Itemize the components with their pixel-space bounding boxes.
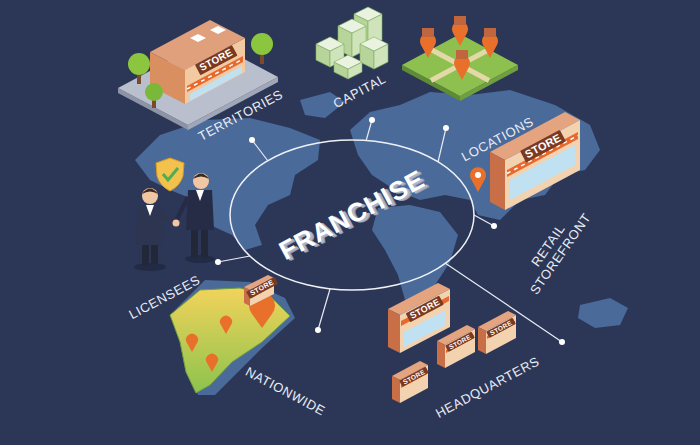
leader-dot: [249, 137, 255, 143]
leader-dot: [369, 117, 375, 123]
retail-store: [475, 172, 481, 178]
category-label: RETAIL STOREFRONT: [513, 199, 597, 301]
store-sign: STORE: [246, 277, 278, 299]
hq-stores: [478, 327, 486, 354]
territories-store: [210, 26, 226, 34]
businessmen: [174, 196, 190, 222]
category-label: CAPITAL: [331, 72, 389, 112]
leader-line: [366, 120, 372, 141]
store-sign: STORE: [406, 295, 445, 322]
businessmen: [185, 255, 215, 263]
businessmen: [193, 174, 209, 180]
locations-plot: [454, 16, 466, 25]
businessmen: [134, 158, 215, 271]
locations-plot: [431, 50, 489, 81]
category-label: HEADQUARTERS: [434, 354, 543, 421]
hq-stores: [486, 315, 516, 354]
leader-line: [218, 120, 562, 342]
hub-title: FRANCHISE: [274, 165, 429, 266]
money-stacks: [316, 7, 388, 79]
territories-store: [128, 53, 150, 75]
leader-dot: [559, 339, 565, 345]
leader-dot: [491, 223, 497, 229]
leader-line: [438, 128, 446, 162]
locations-plot: [456, 50, 468, 59]
leader-line: [318, 289, 330, 330]
businessmen: [191, 228, 198, 258]
leader-dot: [215, 117, 565, 345]
store-sign: STORE: [445, 332, 475, 353]
businessmen: [163, 168, 178, 180]
south-america: [206, 354, 218, 372]
locations-plot: [402, 16, 518, 101]
south-america: [186, 334, 198, 352]
territories-store: [190, 34, 206, 42]
hub-outline: [230, 140, 474, 290]
businessmen: [173, 220, 180, 227]
store-sign: STORE: [195, 45, 237, 75]
businessmen: [193, 173, 209, 189]
store-sign: STORE: [520, 130, 566, 162]
businessmen: [134, 263, 166, 271]
retail-store: [490, 152, 505, 210]
hq-stores: [400, 365, 428, 403]
hub-ellipse: FRANCHISE: [230, 140, 474, 290]
businessmen: [142, 189, 158, 195]
money-stacks: [338, 19, 366, 33]
businessmen: [201, 228, 208, 258]
money-stacks: [360, 37, 388, 51]
businessmen: [146, 205, 154, 216]
hq-stores: [445, 329, 475, 368]
world-map: [578, 298, 628, 328]
businessmen: [196, 190, 204, 201]
leader-dot: [315, 327, 321, 333]
store-sign: STORE: [486, 318, 516, 339]
locations-plot: [422, 28, 434, 37]
leader-line: [218, 256, 250, 262]
south-america: [220, 316, 232, 334]
leader-dot: [215, 259, 221, 265]
money-stacks: [354, 7, 382, 21]
category-label: NATIONWIDE: [243, 365, 328, 420]
hq-stores: [388, 309, 400, 353]
hq-stores: [437, 341, 445, 368]
retail-store: [470, 167, 486, 192]
territories-store: [145, 83, 163, 101]
money-stacks: [334, 55, 362, 69]
businessmen: [142, 188, 158, 204]
leader-dot: [443, 125, 449, 131]
businessmen: [156, 158, 184, 191]
businessmen: [186, 190, 214, 230]
money-stacks: [316, 37, 344, 51]
locations-plot: [431, 50, 489, 81]
territories-store: [251, 33, 273, 55]
locations-plot: [484, 28, 496, 37]
store-sign: STORE: [399, 367, 429, 388]
leader-line: [252, 140, 268, 161]
category-label: LICENSEES: [127, 273, 203, 323]
category-label: TERRITORIES: [196, 87, 286, 144]
leader-line: [474, 215, 494, 226]
